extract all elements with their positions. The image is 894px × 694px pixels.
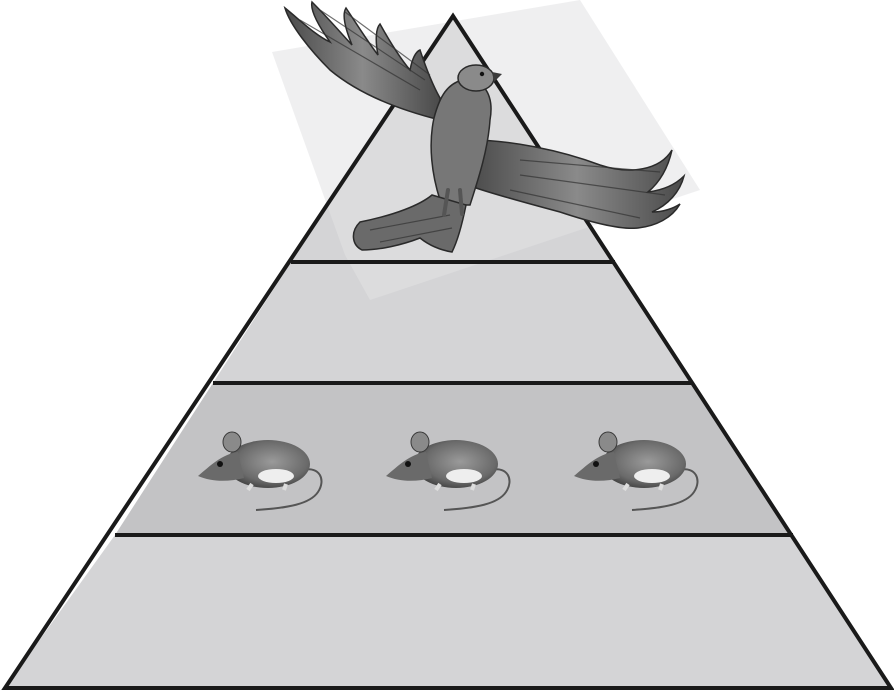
mouse-eye xyxy=(593,461,599,467)
mouse-belly xyxy=(258,469,294,483)
mouse-eye xyxy=(405,461,411,467)
hawk-head xyxy=(458,65,494,91)
pyramid-level-1-bottom xyxy=(5,535,891,688)
mouse-ear xyxy=(411,432,429,452)
mouse-belly xyxy=(634,469,670,483)
hawk-eye xyxy=(480,72,484,76)
mouse-belly xyxy=(446,469,482,483)
mouse-ear xyxy=(599,432,617,452)
mouse-ear xyxy=(223,432,241,452)
mouse-eye xyxy=(217,461,223,467)
pyramid-level-3 xyxy=(213,262,692,383)
